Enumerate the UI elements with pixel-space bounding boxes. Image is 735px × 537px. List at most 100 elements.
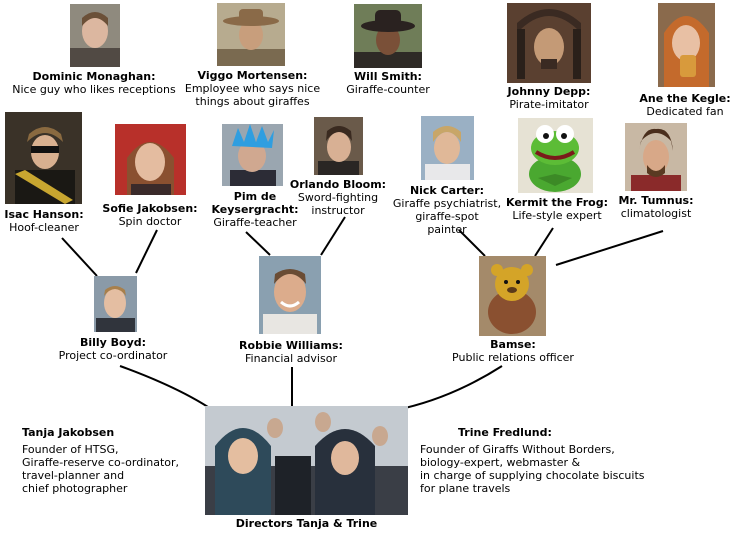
will-smith-label: Will Smith: Giraffe-counter — [330, 70, 446, 96]
billy-boyd-photo — [94, 276, 137, 332]
mr-tumnus-label: Mr. Tumnus: climatologist — [604, 194, 708, 220]
connector-billy-directors — [119, 365, 209, 408]
person-name: Dominic Monaghan: — [32, 70, 156, 83]
person-name: Will Smith: — [354, 70, 422, 83]
mr-tumnus-photo — [625, 123, 687, 191]
person-name: Keysergracht: — [211, 203, 299, 216]
person-name: Kermit the Frog: — [506, 196, 608, 209]
person-role: Pirate-imitator — [509, 98, 589, 111]
person-role: things about giraffes — [195, 95, 310, 108]
tanja-jakobsen-description: Tanja Jakobsen Founder of HTSG, Giraffe-… — [22, 426, 179, 495]
connector-sofie-billy — [135, 229, 158, 274]
portrait-icon — [70, 4, 120, 67]
bamse-photo — [479, 256, 546, 336]
description-line: chief photographer — [22, 482, 128, 495]
person-name: Ane the Kegle: — [639, 92, 731, 105]
robbie-williams-label: Robbie Williams: Financial advisor — [226, 339, 356, 365]
person-name: Trine Fredlund: — [458, 426, 552, 439]
portrait-icon — [479, 256, 546, 336]
johnny-depp-label: Johnny Depp: Pirate-imitator — [488, 85, 610, 111]
pim-de-keysergracht-label: Pim de Keysergracht: Giraffe-teacher — [200, 190, 310, 229]
person-name: Pim de — [233, 190, 277, 203]
isac-hanson-photo — [5, 112, 82, 204]
kermit-the-frog-label: Kermit the Frog: Life-style expert — [500, 196, 614, 222]
portrait-icon — [314, 117, 363, 175]
person-name: Billy Boyd: — [79, 336, 147, 349]
person-role: instructor — [311, 204, 365, 217]
portrait-icon — [507, 3, 591, 83]
person-role: giraffe-spot — [415, 210, 479, 223]
robbie-williams-photo — [259, 256, 321, 334]
connector-kermit-bamse — [534, 227, 554, 257]
portrait-icon — [421, 116, 474, 180]
person-name: Isac Hanson: — [4, 208, 84, 221]
ane-the-kegle-photo — [658, 3, 715, 87]
viggo-mortensen-label: Viggo Mortensen: Employee who says nice … — [180, 69, 325, 108]
person-name: Mr. Tumnus: — [618, 194, 694, 207]
person-role: Giraffe psychiatrist, — [392, 197, 502, 210]
johnny-depp-photo — [507, 3, 591, 83]
portrait-icon — [625, 123, 687, 191]
connector-tumnus-bamse — [555, 230, 664, 266]
nick-carter-photo — [421, 116, 474, 180]
directors-photo — [205, 406, 408, 515]
isac-hanson-label: Isac Hanson: Hoof-cleaner — [0, 208, 88, 234]
description-line: Founder of HTSG, — [22, 443, 119, 456]
sofie-jakobsen-photo — [115, 124, 186, 195]
nick-carter-label: Nick Carter: Giraffe psychiatrist, giraf… — [382, 184, 512, 236]
person-role: Public relations officer — [452, 351, 574, 364]
viggo-mortensen-photo — [217, 3, 285, 66]
connector-pim-robbie — [245, 231, 271, 256]
portrait-icon — [259, 256, 321, 334]
person-role: Giraffe-counter — [346, 83, 430, 96]
portrait-icon — [5, 112, 82, 204]
directors-caption: Directors Tanja & Trine — [235, 517, 378, 530]
person-name: Nick Carter: — [409, 184, 485, 197]
person-role: Nice guy who likes receptions — [12, 83, 176, 96]
portrait-icon — [217, 3, 285, 66]
person-role: Sword-fighting — [297, 191, 379, 204]
person-name: Viggo Mortensen: — [197, 69, 308, 82]
description-line: in charge of supplying chocolate biscuit… — [420, 469, 645, 482]
person-name: Bamse: — [490, 338, 536, 351]
person-role: Life-style expert — [512, 209, 602, 222]
connector-orlando-robbie — [320, 216, 346, 256]
person-name: Johnny Depp: — [507, 85, 591, 98]
group-photo-icon — [205, 406, 408, 515]
portrait-icon — [354, 4, 422, 68]
kermit-the-frog-photo — [518, 118, 593, 193]
person-name: Orlando Bloom: — [289, 178, 387, 191]
trine-fredlund-description: Trine Fredlund: Founder of Giraffs Witho… — [420, 426, 645, 495]
description-line: for plane travels — [420, 482, 511, 495]
portrait-icon — [518, 118, 593, 193]
person-role: Spin doctor — [118, 215, 182, 228]
portrait-icon — [94, 276, 137, 332]
portrait-icon — [658, 3, 715, 87]
orlando-bloom-label: Orlando Bloom: Sword-fighting instructor — [288, 178, 388, 217]
billy-boyd-label: Billy Boyd: Project co-ordinator — [40, 336, 186, 362]
ane-the-kegle-label: Ane the Kegle: Dedicated fan — [630, 92, 735, 118]
directors-label: Directors Tanja & Trine — [205, 517, 408, 530]
person-role: Financial advisor — [245, 352, 337, 365]
person-role: Employee who says nice — [184, 82, 321, 95]
will-smith-photo — [354, 4, 422, 68]
description-line: Giraffe-reserve co-ordinator, — [22, 456, 180, 469]
description-line: biology-expert, webmaster & — [420, 456, 581, 469]
person-role: Project co-ordinator — [58, 349, 168, 362]
dominic-monaghan-label: Dominic Monaghan: Nice guy who likes rec… — [4, 70, 184, 96]
portrait-icon — [222, 124, 283, 186]
connector-isac-billy — [61, 237, 98, 277]
dominic-monaghan-photo — [70, 4, 120, 67]
connector-bamse-directors — [404, 365, 503, 409]
description-line: Founder of Giraffs Without Borders, — [420, 443, 615, 456]
person-role: painter — [427, 223, 467, 236]
description-line: travel-planner and — [22, 469, 125, 482]
person-name: Sofie Jakobsen: — [102, 202, 198, 215]
sofie-jakobsen-label: Sofie Jakobsen: Spin doctor — [96, 202, 204, 228]
person-name: Robbie Williams: — [239, 339, 343, 352]
person-role: Giraffe-teacher — [213, 216, 297, 229]
person-name: Tanja Jakobsen — [22, 426, 115, 439]
person-role: Hoof-cleaner — [9, 221, 79, 234]
person-role: Dedicated fan — [646, 105, 724, 118]
bamse-label: Bamse: Public relations officer — [438, 338, 588, 364]
